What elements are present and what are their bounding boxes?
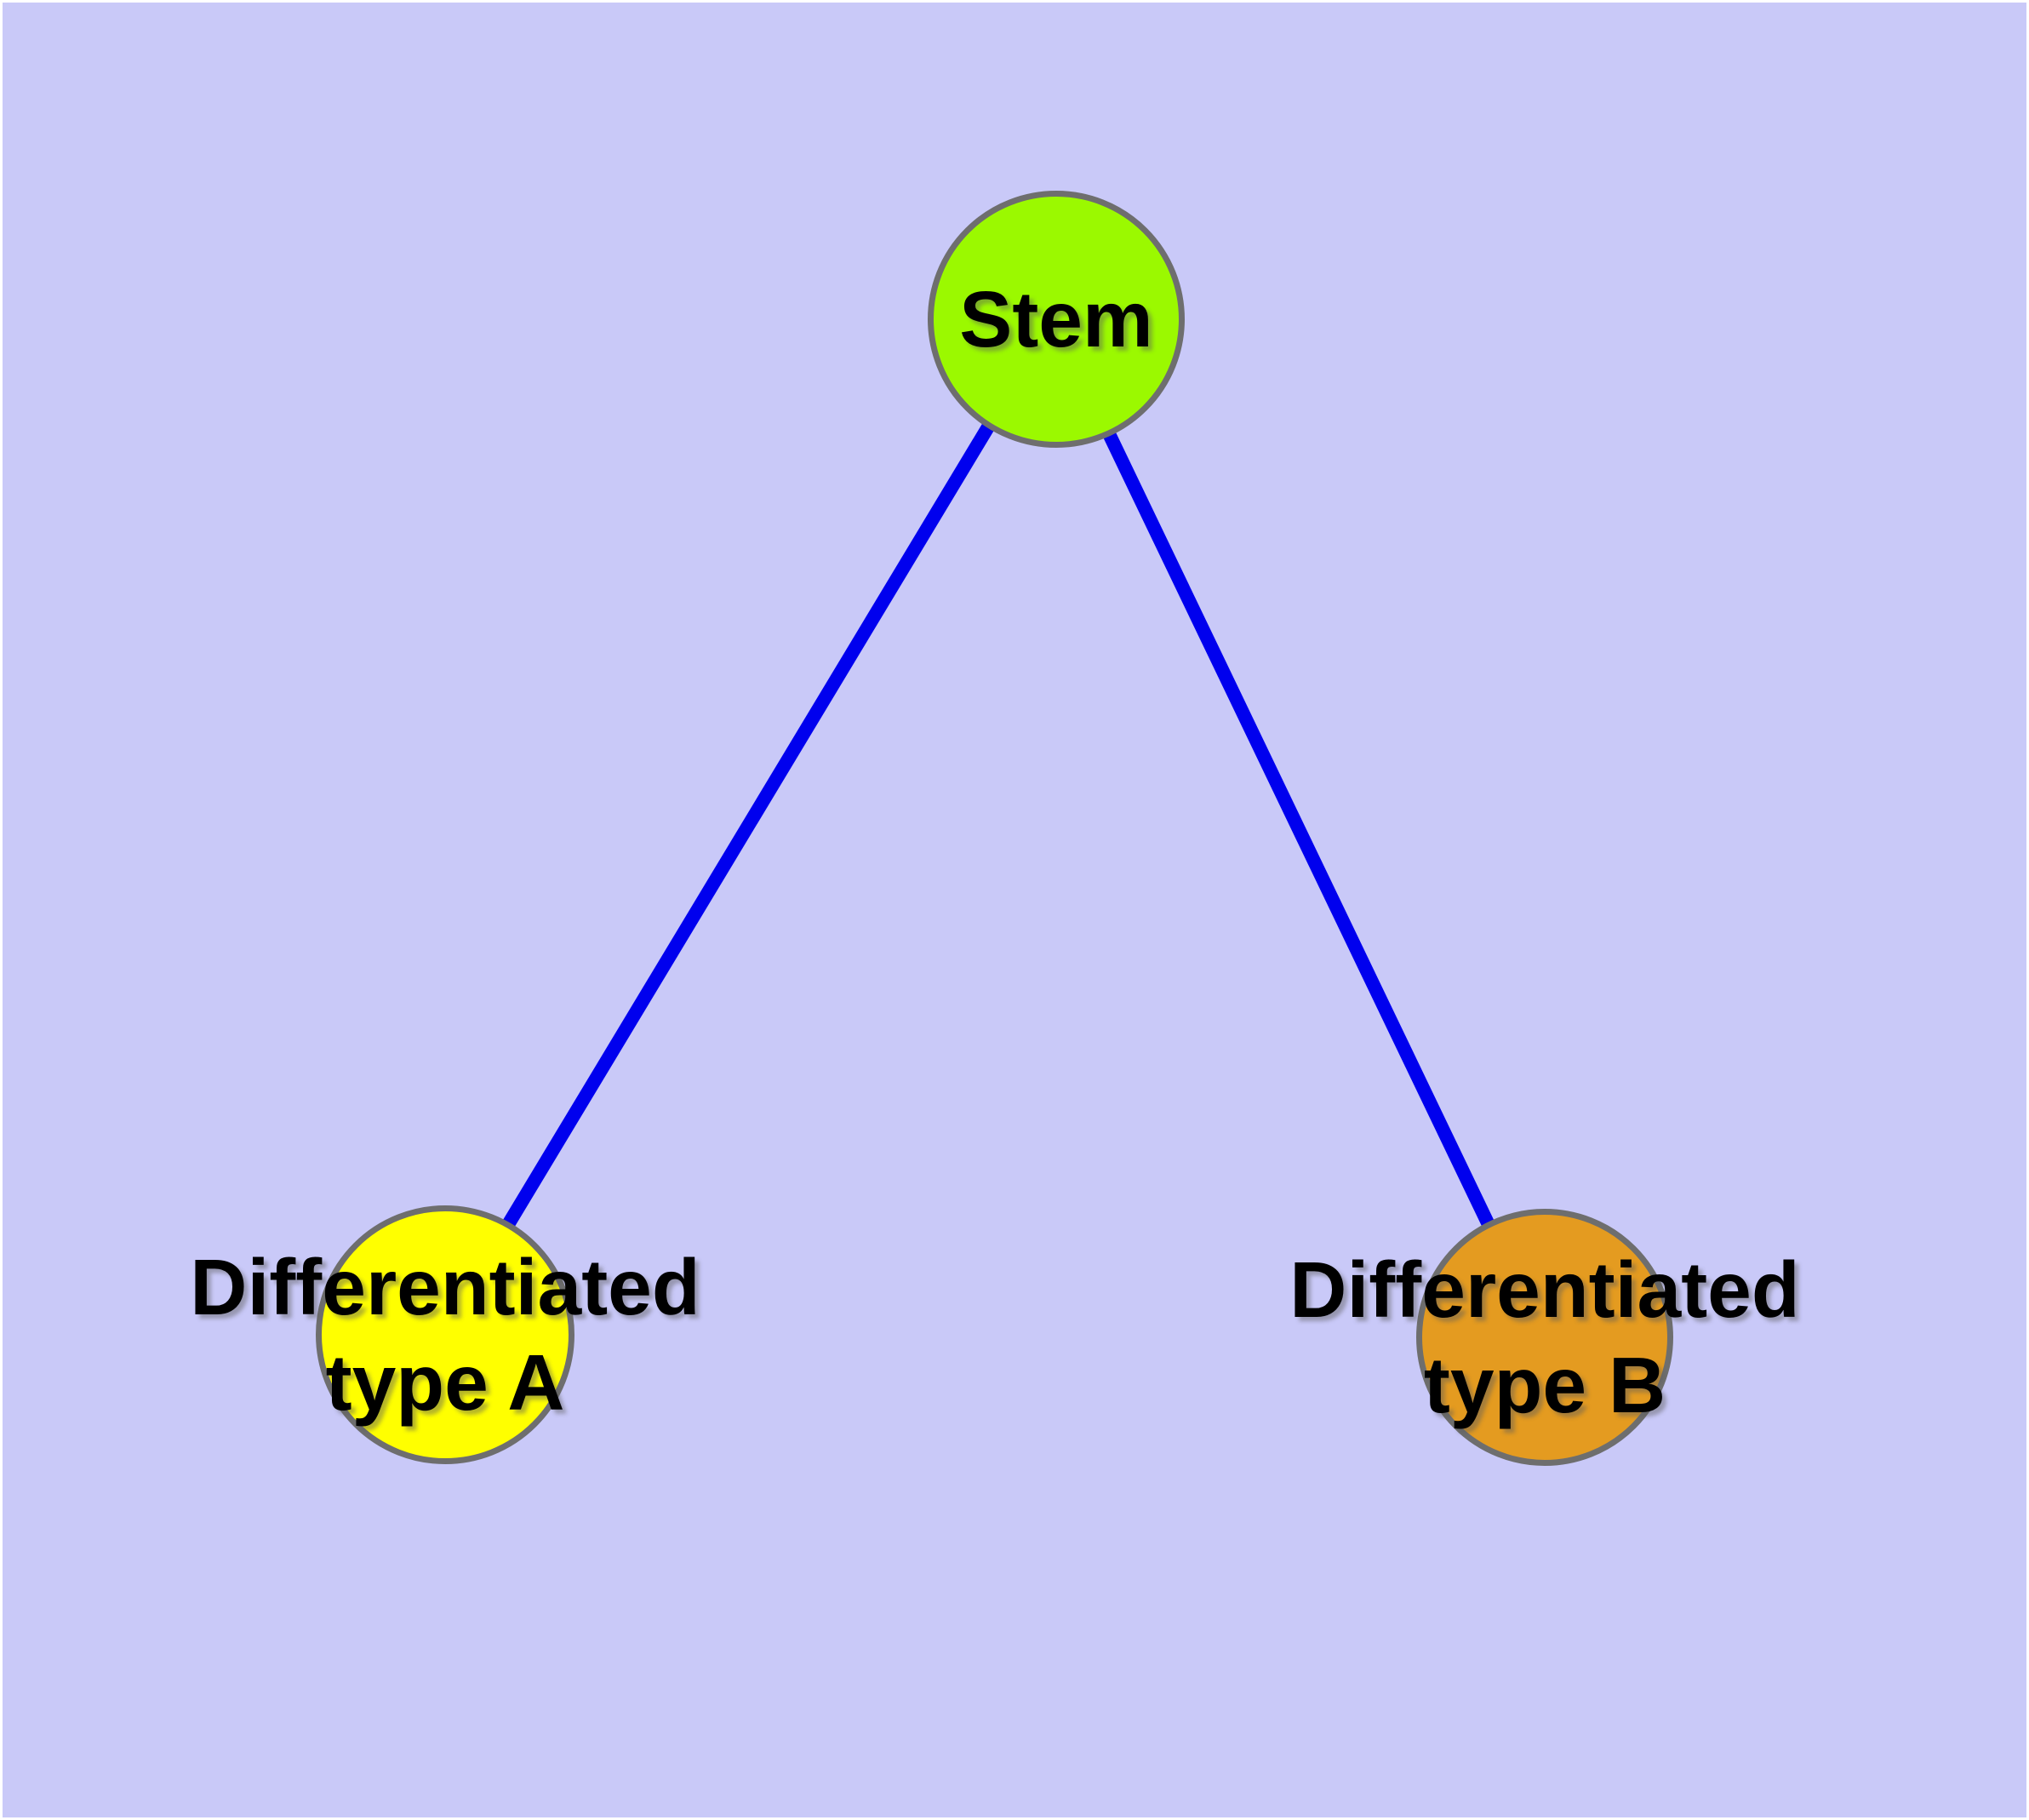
edges-layer bbox=[437, 314, 1547, 1337]
node-label-line: type A bbox=[325, 1338, 565, 1427]
node-differentiated-type-a[interactable] bbox=[316, 1205, 574, 1464]
node-label-line: Differentiated bbox=[190, 1243, 700, 1331]
node-label-line: Differentiated bbox=[1289, 1245, 1800, 1334]
node-label-line: type B bbox=[1423, 1341, 1666, 1429]
node-label-stem: Stem bbox=[959, 272, 1152, 367]
node-differentiated-type-b[interactable] bbox=[1416, 1209, 1673, 1466]
node-stem[interactable] bbox=[928, 191, 1185, 448]
node-label-line: Stem bbox=[959, 275, 1153, 363]
edge-stem-to-differentiated-type-a bbox=[437, 314, 1060, 1335]
edge-stem-to-differentiated-type-b bbox=[1047, 315, 1547, 1337]
